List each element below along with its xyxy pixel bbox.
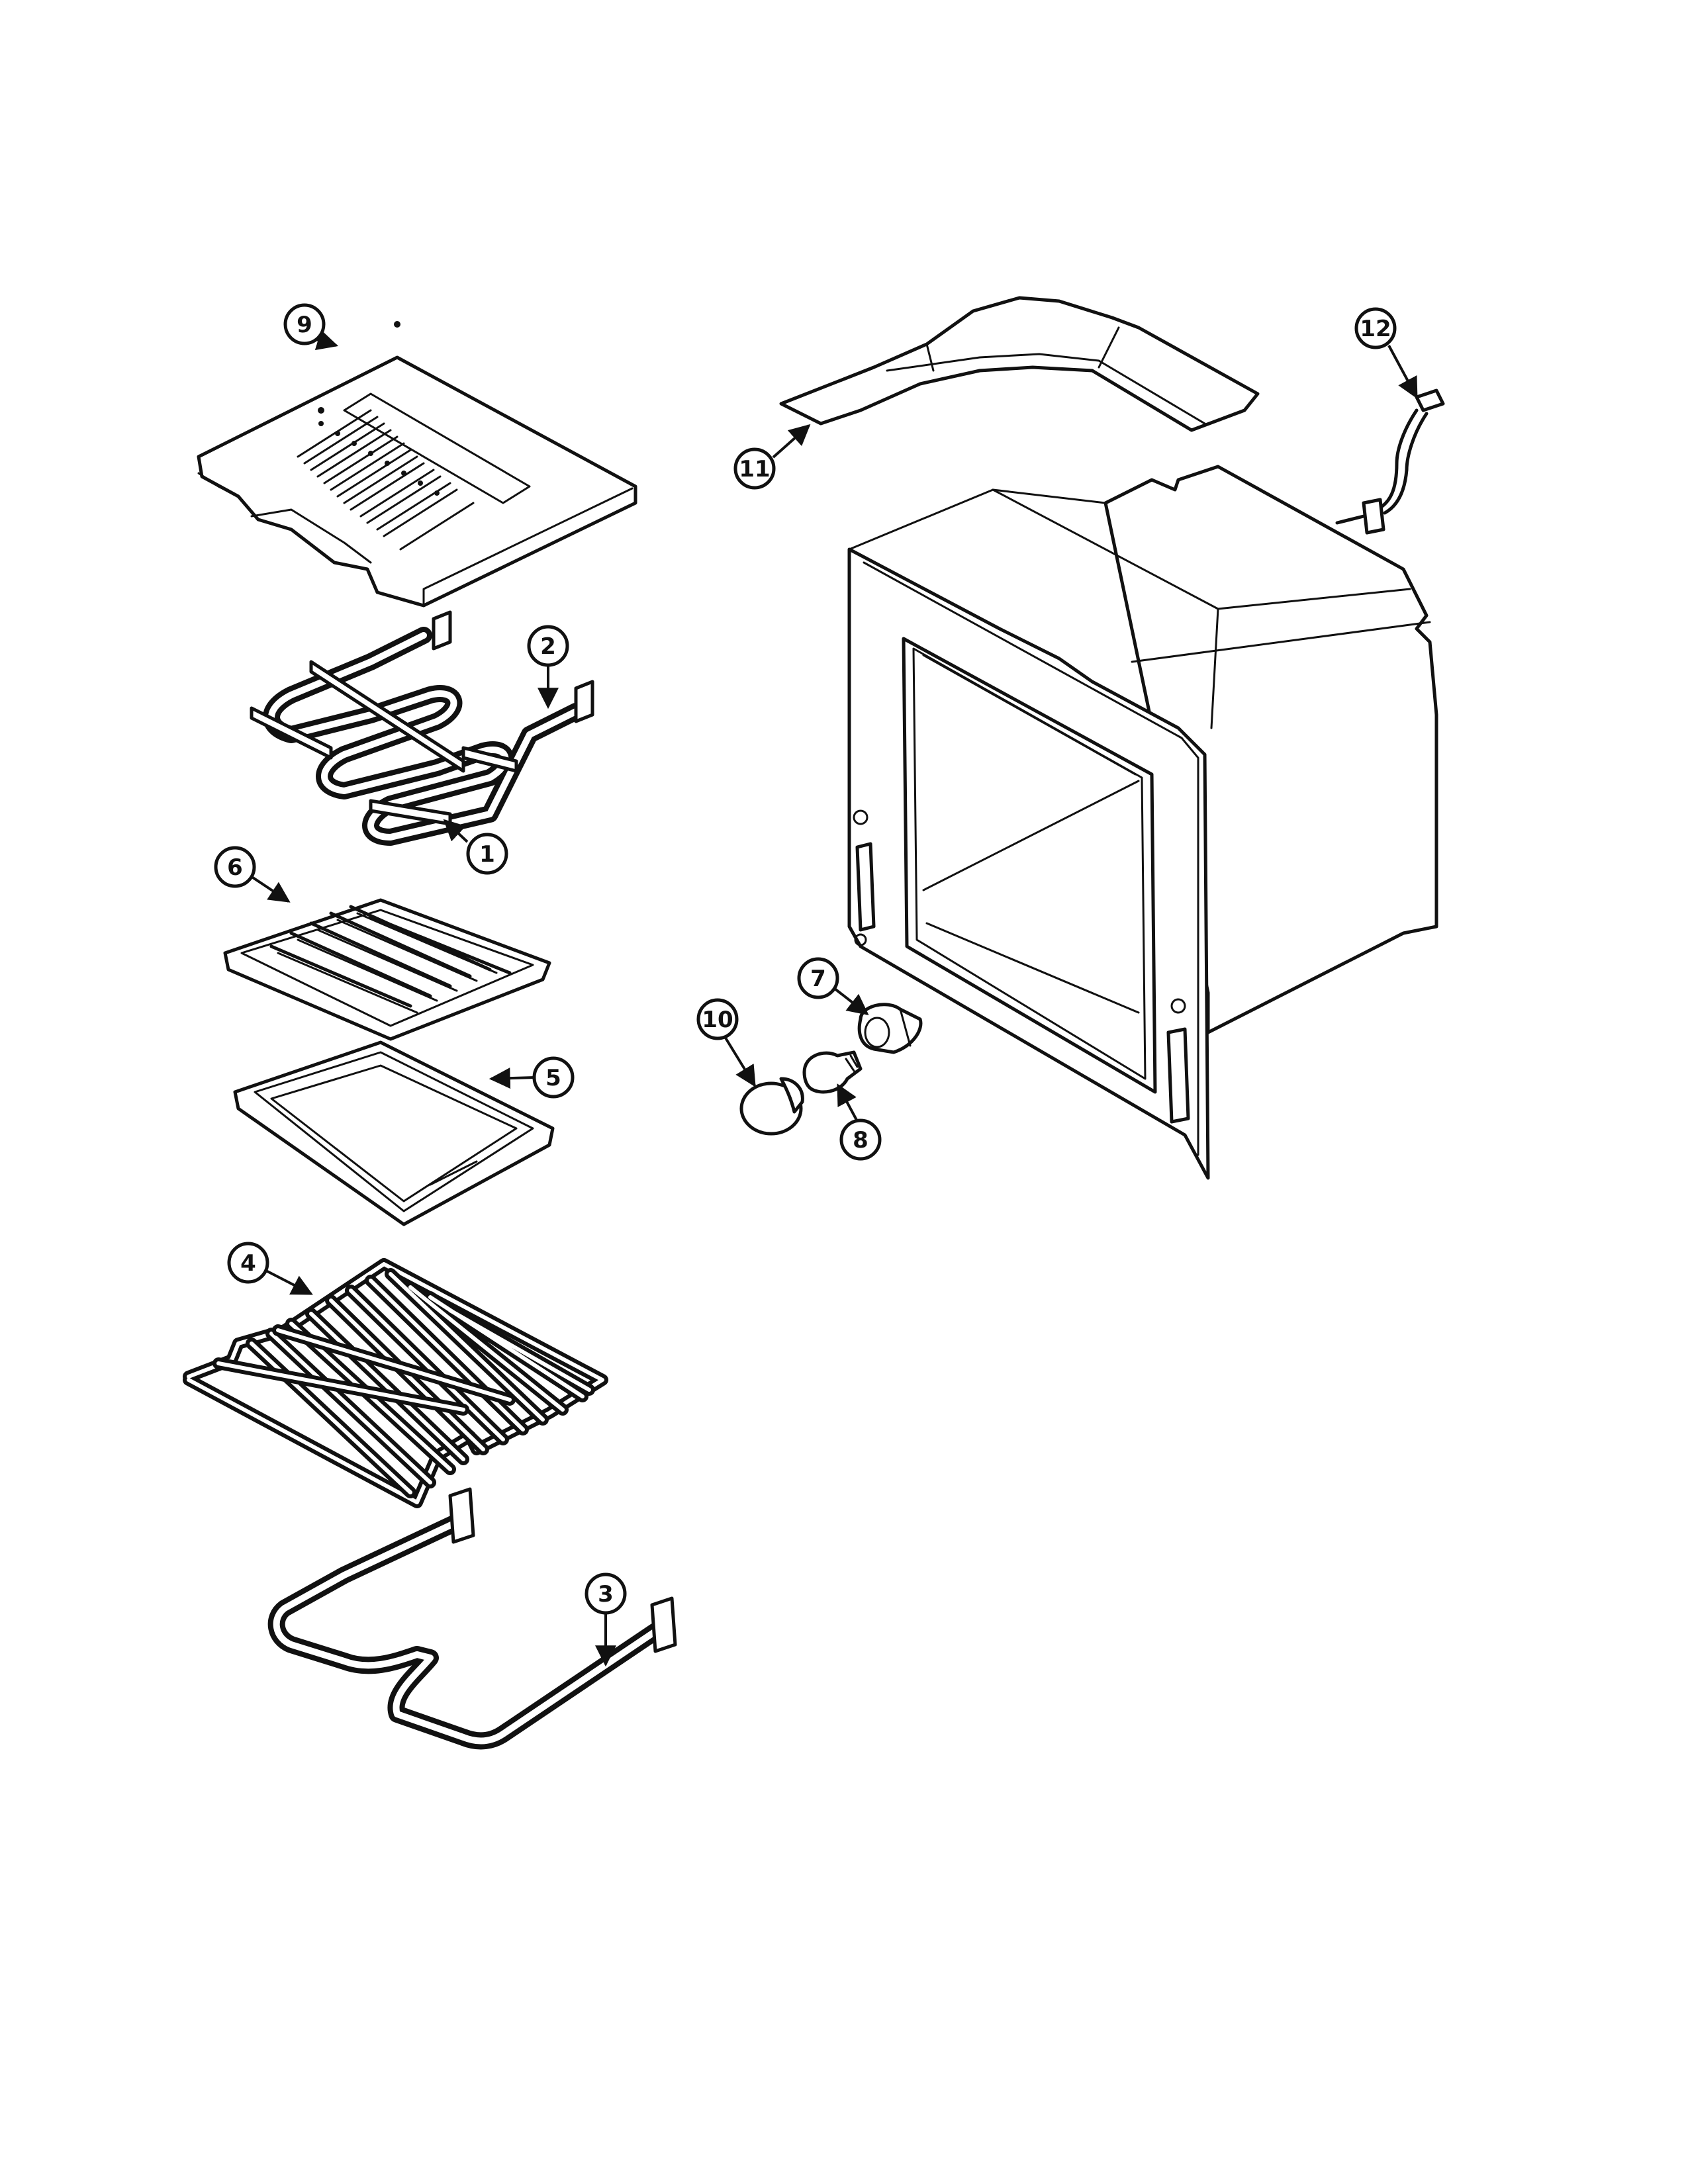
- part-11-duct: [779, 296, 1260, 432]
- callout-10: 10: [696, 998, 739, 1040]
- shield-holes: [318, 321, 440, 496]
- callout-5: 5: [532, 1056, 575, 1099]
- callout-4: 4: [227, 1242, 269, 1284]
- shield-ribs: [297, 409, 475, 551]
- part-5-broil-pan: [233, 1040, 555, 1226]
- part-6-broil-pan-insert: [223, 898, 551, 1041]
- callout-9: 9: [283, 303, 326, 345]
- callout-12: 12: [1354, 307, 1397, 349]
- callout-8: 8: [839, 1118, 882, 1161]
- svg-text:6: 6: [227, 854, 243, 881]
- part-8-bulb: [802, 1050, 863, 1094]
- callout-6: 6: [214, 846, 256, 888]
- callout-11: 11: [733, 447, 776, 490]
- part-4-oven-rack: [183, 1258, 608, 1508]
- part-1-element-brackets: [250, 660, 518, 826]
- svg-text:3: 3: [598, 1581, 614, 1608]
- callout-2: 2: [527, 625, 569, 667]
- insert-slats: [269, 905, 512, 1014]
- svg-text:1: 1: [479, 841, 495, 868]
- svg-text:8: 8: [853, 1127, 868, 1154]
- callout-7: 7: [797, 957, 839, 999]
- callout-1: 1: [466, 833, 508, 875]
- part-3-bake-element: [267, 1487, 677, 1750]
- svg-text:2: 2: [540, 633, 556, 660]
- callout-leaders: [252, 330, 1418, 1667]
- svg-text:11: 11: [739, 456, 770, 482]
- svg-text:4: 4: [240, 1250, 256, 1277]
- part-10-lamp-cover: [739, 1077, 804, 1136]
- oven-cavity: [847, 465, 1438, 1180]
- rack-bars: [212, 1268, 595, 1498]
- part-9-heat-shield: [197, 321, 637, 608]
- svg-text:12: 12: [1360, 316, 1391, 342]
- svg-text:9: 9: [297, 312, 312, 338]
- svg-text:7: 7: [810, 966, 826, 992]
- svg-text:5: 5: [545, 1065, 561, 1091]
- callout-3: 3: [585, 1572, 627, 1615]
- part-12-sensor-wire: [1335, 388, 1445, 535]
- part-7-lamp-socket: [857, 1003, 923, 1054]
- svg-text:10: 10: [702, 1007, 733, 1033]
